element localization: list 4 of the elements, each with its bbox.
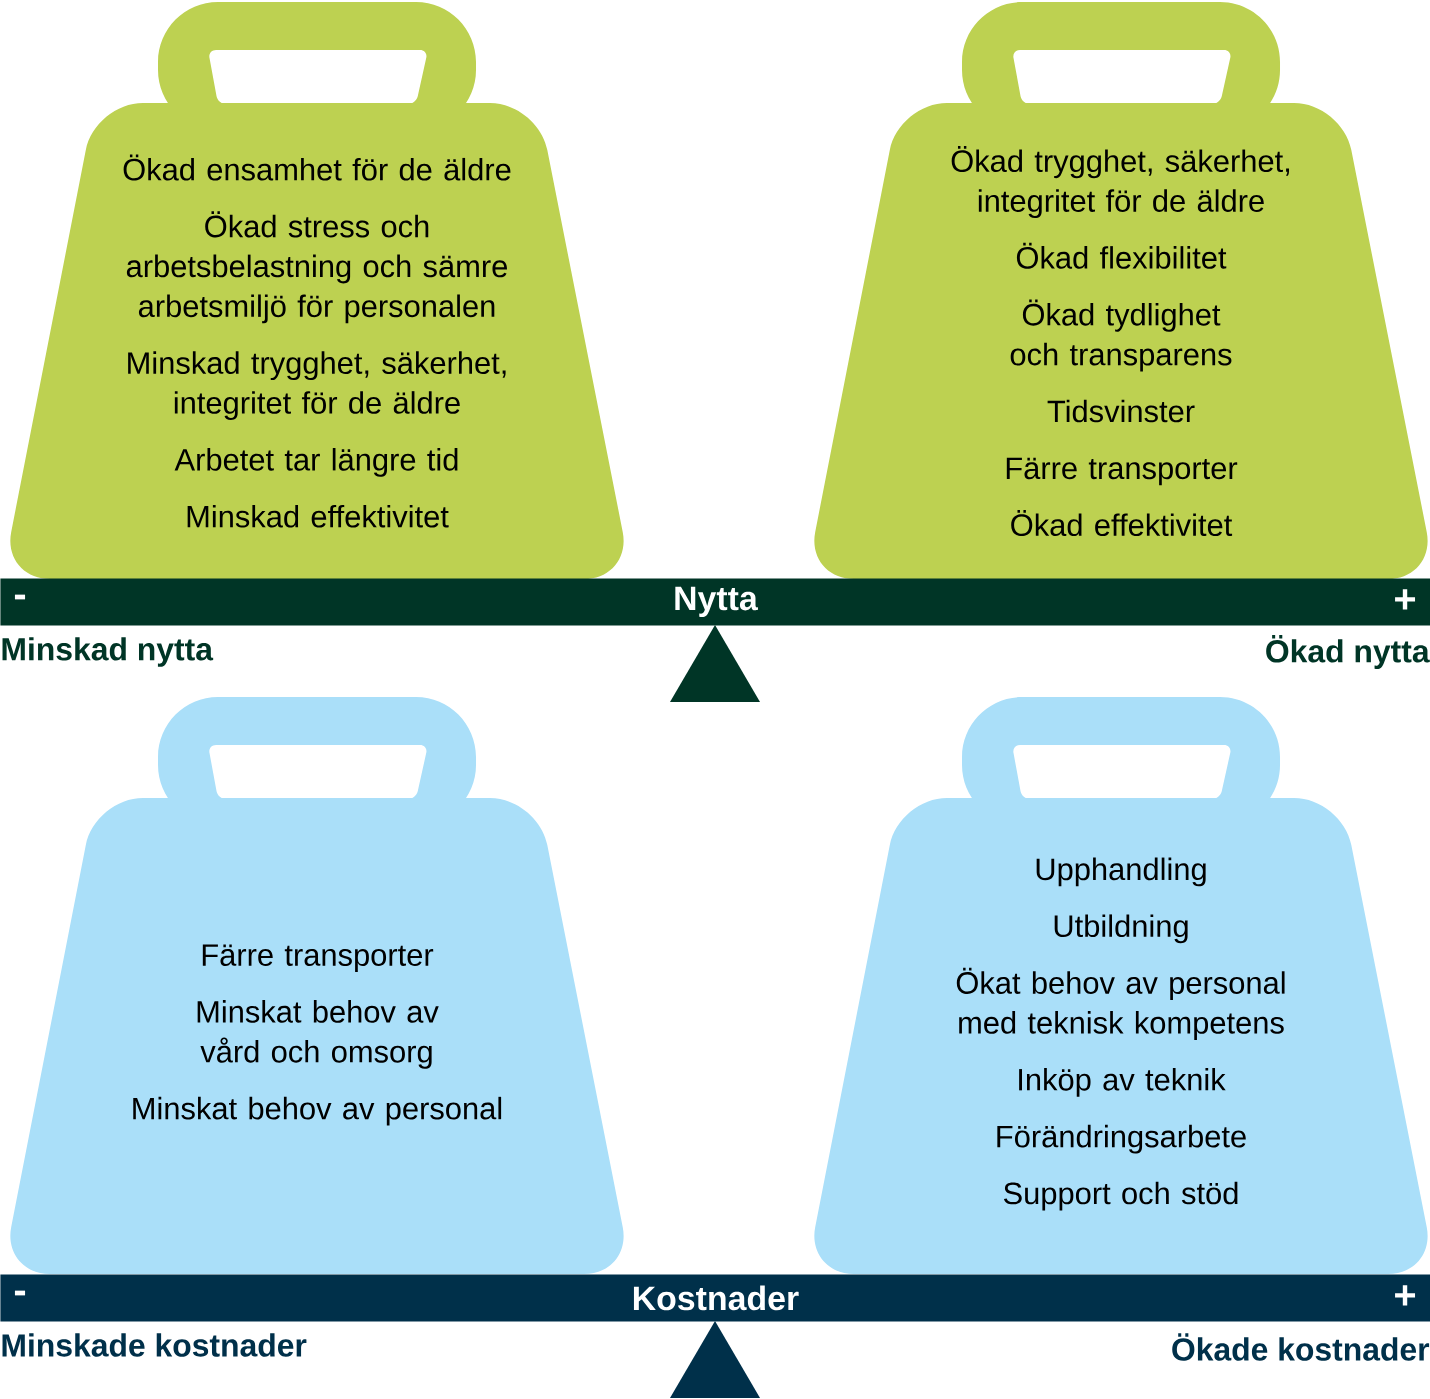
scale-label: Minskade kostnader: [2, 1333, 307, 1357]
scale-label: Ökad nytta: [1266, 635, 1430, 669]
scale-label: Minskad nytta: [2, 637, 214, 667]
scale-label: Ökade kostnader: [1172, 1333, 1430, 1361]
